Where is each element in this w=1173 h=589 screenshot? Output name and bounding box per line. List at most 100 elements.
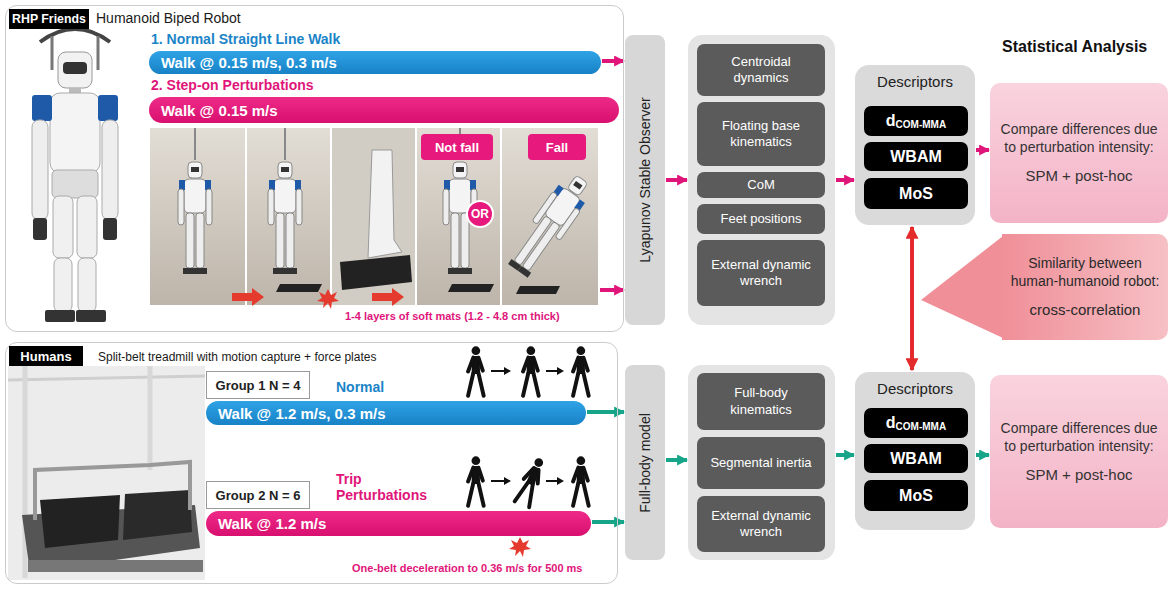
drawing-rect bbox=[58, 52, 92, 88]
label-text: SPM + post-hoc bbox=[1025, 465, 1132, 485]
descriptor-box: dCOM-MMA bbox=[864, 408, 968, 438]
drawing-line bbox=[546, 480, 558, 482]
label-text: Walk @ 1.2 m/s, 0.3 m/s bbox=[218, 405, 385, 422]
descriptor-panel: Descriptors dCOM-MMA WBAM MoS bbox=[855, 65, 975, 225]
group-box: Group 2 N = 6 bbox=[206, 481, 310, 509]
panel-tag: RHP Friends bbox=[9, 9, 89, 29]
drawing-polygon bbox=[372, 288, 404, 306]
flow-arrow bbox=[836, 453, 854, 457]
drawing-polygon bbox=[317, 289, 339, 309]
panel-tag: Humans bbox=[9, 346, 83, 366]
drawing-use bbox=[268, 162, 302, 274]
feature-box: Full-body kinematics bbox=[697, 373, 825, 430]
drawing-line bbox=[284, 128, 286, 160]
outcome-tag: OR bbox=[466, 200, 494, 228]
label-text: Descriptors bbox=[855, 372, 975, 397]
label-text: Humanoid Biped Robot bbox=[96, 10, 241, 26]
label-text: d bbox=[886, 414, 896, 432]
feature-box: Floating base kinematics bbox=[697, 102, 825, 166]
drawing-polygon bbox=[504, 367, 511, 375]
group-box: Group 1 N = 4 bbox=[206, 371, 310, 399]
label-text: Descriptors bbox=[855, 65, 975, 90]
feature-box: CoM bbox=[697, 172, 825, 198]
drawing-rect bbox=[50, 93, 100, 173]
flow-arrow bbox=[600, 288, 624, 292]
drawing-line bbox=[51, 36, 54, 70]
descriptor-box: WBAM bbox=[864, 444, 968, 473]
flow-arrow bbox=[666, 458, 687, 462]
drawing-rect bbox=[28, 560, 203, 572]
label-text: WBAM bbox=[890, 450, 942, 468]
drawing-rect bbox=[77, 196, 97, 258]
drawing-rect bbox=[78, 258, 96, 312]
drawing-rect bbox=[63, 62, 87, 74]
condition-bar: 2. Step-on PerturbationsWalk @ 0.15 m/s bbox=[149, 97, 619, 123]
drawing-rect bbox=[52, 170, 98, 198]
flow-arrow bbox=[836, 178, 854, 182]
drawing-rect bbox=[332, 128, 415, 305]
analysis-box: Compare differences due to perturbation … bbox=[990, 375, 1168, 528]
drawing-rect bbox=[32, 120, 48, 220]
label-text: Compare differences due to perturbation … bbox=[998, 120, 1160, 156]
drawing-use bbox=[504, 169, 596, 280]
drawing-path bbox=[368, 150, 402, 258]
drawing-use bbox=[468, 456, 484, 505]
group-panel: Humanoid Biped RobotRHP Friends1. Normal… bbox=[5, 5, 624, 332]
label-text: Compare differences due to perturbation … bbox=[998, 419, 1160, 455]
drawing-polygon bbox=[509, 537, 531, 557]
feature-panel: Full-body kinematicsSegmental inertiaExt… bbox=[688, 365, 835, 560]
outcome-tag: Not fall bbox=[421, 134, 493, 160]
drawing-line bbox=[491, 480, 505, 482]
drawing-rect bbox=[54, 258, 72, 312]
drawing-polygon bbox=[40, 495, 120, 548]
treadmill-photo bbox=[8, 366, 205, 580]
label-text: Segmental inertia bbox=[710, 455, 811, 471]
feature-box: External dynamic wrench bbox=[697, 240, 825, 306]
label-text: cross-correlation bbox=[1030, 300, 1141, 320]
drawing-polygon bbox=[448, 284, 494, 292]
drawing-line bbox=[97, 36, 100, 70]
drawing-polyline bbox=[35, 462, 190, 520]
drawing-polygon bbox=[276, 284, 322, 292]
label-text: OR bbox=[471, 207, 489, 221]
drawing-rect bbox=[247, 128, 330, 305]
label-text: Fall bbox=[546, 140, 568, 155]
drawing-rect bbox=[8, 366, 205, 580]
annotation: One-belt deceleration to 0.36 m/s for 50… bbox=[352, 562, 582, 574]
annotation: 1-4 layers of soft mats (1.2 - 4.8 cm th… bbox=[345, 310, 560, 322]
label-text: Trip Perturbations bbox=[336, 471, 446, 503]
label-text: Group 2 N = 6 bbox=[216, 488, 301, 503]
label-text: External dynamic wrench bbox=[703, 508, 819, 541]
flow-arrow bbox=[910, 227, 914, 370]
drawing-line bbox=[546, 370, 558, 372]
drawing-polygon bbox=[340, 255, 412, 290]
outcome-tag: Fall bbox=[528, 134, 586, 160]
label-text: Full-body model bbox=[637, 413, 653, 513]
label-text: RHP Friends bbox=[12, 12, 86, 26]
drawing-line bbox=[148, 366, 153, 470]
label-text: Group 1 N = 4 bbox=[216, 378, 301, 393]
descriptor-box: dCOM-MMA bbox=[864, 106, 968, 136]
drawing-use bbox=[178, 162, 212, 274]
drawing-rect bbox=[33, 218, 47, 240]
flow-arrow bbox=[592, 520, 624, 524]
label-text: Lyapunov Stable Observer bbox=[637, 97, 653, 262]
condition-bar: Trip PerturbationsWalk @ 1.2 m/s bbox=[206, 511, 591, 536]
similarity-pointer bbox=[921, 236, 1003, 338]
flow-arrow bbox=[666, 178, 687, 182]
photo-strip: Not fall FallOR bbox=[151, 129, 599, 306]
label-text: Centroidal dynamics bbox=[703, 54, 819, 87]
label-text: MoS bbox=[899, 185, 933, 203]
section-heading: Statistical Analysis bbox=[1002, 38, 1147, 56]
feature-panel: Centroidal dynamicsFloating base kinemat… bbox=[688, 35, 835, 325]
label-text: Floating base kinematics bbox=[703, 118, 819, 151]
drawing-use bbox=[523, 346, 539, 395]
feature-box: Feet positions bbox=[697, 204, 825, 234]
drawing-polygon bbox=[557, 477, 564, 485]
drawing-rect bbox=[76, 310, 106, 322]
descriptor-box: WBAM bbox=[864, 142, 968, 171]
label-text: Normal bbox=[336, 379, 384, 395]
drawing-rect bbox=[32, 95, 52, 121]
drawing-rect bbox=[53, 196, 73, 258]
label-text: Full-body kinematics bbox=[703, 385, 819, 418]
